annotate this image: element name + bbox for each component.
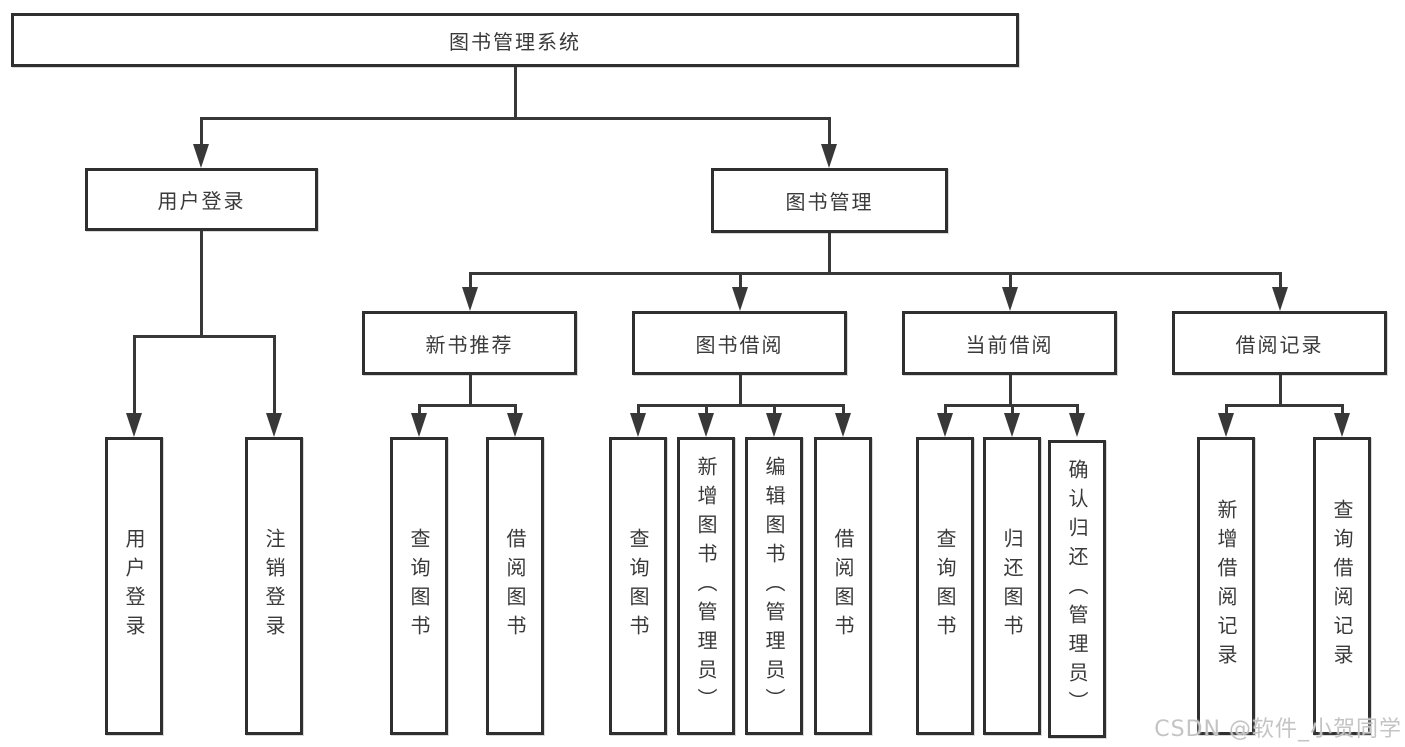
node-root-label: 图书管理系统 — [449, 29, 581, 54]
node-book-management: 图书管理 — [711, 168, 948, 233]
node-current-borrowing-label: 当前借阅 — [965, 332, 1054, 357]
connector-drop-new-book-recommend — [469, 272, 472, 290]
leaf-label: 查询图书 — [407, 528, 431, 644]
leaf-edit-books-admin: 编辑图书（管理员） — [745, 437, 803, 735]
connector-current-borrowing-stem — [1009, 375, 1012, 407]
node-book-borrowing-label: 图书借阅 — [695, 332, 784, 357]
node-new-book-recommend-label: 新书推荐 — [425, 332, 514, 357]
connector-level2-rail — [200, 117, 831, 120]
arrow-down-icon — [698, 413, 714, 437]
arrow-down-icon — [1218, 413, 1234, 437]
leaf-label: 借阅图书 — [503, 528, 527, 644]
connector-drop-leaf — [418, 404, 421, 418]
leaf-label: 查询借阅记录 — [1330, 499, 1354, 673]
arrow-down-icon — [732, 287, 748, 311]
leaf-query-books-current: 查询图书 — [916, 437, 974, 735]
connector-drop-leaf — [1341, 404, 1344, 418]
arrow-down-icon — [266, 413, 282, 437]
connector-borrowing-records-rail — [1225, 404, 1343, 407]
connector-drop-leaf — [637, 404, 640, 418]
leaf-label: 注销登录 — [262, 528, 286, 644]
connector-drop-leaf — [773, 404, 776, 418]
arrow-down-icon — [1004, 413, 1020, 437]
node-borrowing-records: 借阅记录 — [1172, 311, 1387, 375]
connector-drop-leaf — [944, 404, 947, 418]
node-book-management-label: 图书管理 — [785, 190, 874, 214]
connector-drop-leaf — [705, 404, 708, 418]
node-new-book-recommend: 新书推荐 — [362, 311, 577, 375]
leaf-label: 借阅图书 — [831, 528, 855, 644]
connector-drop-leaf — [1076, 404, 1079, 418]
connector-root-stem — [514, 67, 517, 119]
connector-drop-borrowing-records — [1279, 272, 1282, 290]
connector-drop-leaf — [842, 404, 845, 418]
node-user-login: 用户登录 — [85, 168, 318, 231]
leaf-label: 查询图书 — [626, 528, 650, 644]
connector-book-borrowing-stem — [739, 375, 742, 407]
connector-drop-leaf — [273, 335, 276, 416]
arrow-down-icon — [835, 413, 851, 437]
arrow-down-icon — [766, 413, 782, 437]
leaf-logout: 注销登录 — [245, 437, 303, 735]
leaf-label: 确认归还（管理员） — [1065, 458, 1089, 720]
leaf-query-books-recommend: 查询图书 — [390, 437, 448, 735]
connector-drop-user-login — [200, 117, 203, 147]
leaf-borrow-books-recommend: 借阅图书 — [486, 437, 544, 735]
connector-level3-rail — [469, 272, 1281, 275]
node-borrowing-records-label: 借阅记录 — [1235, 332, 1324, 357]
arrow-down-icon — [1002, 287, 1018, 311]
connector-user-login-stem — [200, 231, 203, 335]
connector-user-login-rail — [133, 335, 276, 338]
leaf-label: 新增图书（管理员） — [694, 455, 718, 717]
connector-new-book-recommend-rail — [418, 404, 517, 407]
arrow-down-icon — [1069, 413, 1085, 437]
leaf-label: 新增借阅记录 — [1214, 499, 1238, 673]
watermark: CSDN @软件_小贺同学 — [1154, 717, 1402, 742]
leaf-label: 用户登录 — [122, 528, 146, 644]
connector-book-borrowing-rail — [637, 404, 844, 407]
arrow-down-icon — [126, 413, 142, 437]
arrow-down-icon — [1272, 287, 1288, 311]
arrow-down-icon — [1334, 413, 1350, 437]
leaf-label: 编辑图书（管理员） — [762, 455, 786, 717]
arrow-down-icon — [462, 287, 478, 311]
connector-new-book-recommend-stem — [469, 375, 472, 407]
connector-drop-leaf — [133, 335, 136, 416]
connector-book-management-stem — [828, 233, 831, 275]
arrow-down-icon — [937, 413, 953, 437]
leaf-label: 归还图书 — [1000, 528, 1024, 644]
leaf-query-books-borrowing: 查询图书 — [609, 437, 667, 735]
arrow-down-icon — [507, 413, 523, 437]
leaf-user-login: 用户登录 — [105, 437, 163, 735]
connector-drop-book-borrowing — [739, 272, 742, 290]
connector-drop-current-borrowing — [1009, 272, 1012, 290]
leaf-label: 查询图书 — [933, 528, 957, 644]
connector-drop-leaf — [1225, 404, 1228, 418]
connector-drop-leaf — [1011, 404, 1014, 418]
node-current-borrowing: 当前借阅 — [902, 311, 1117, 375]
arrow-down-icon — [630, 413, 646, 437]
connector-borrowing-records-stem — [1279, 375, 1282, 407]
arrow-down-icon — [411, 413, 427, 437]
connector-drop-book-management — [828, 117, 831, 147]
node-root: 图书管理系统 — [11, 13, 1019, 67]
leaf-return-books: 归还图书 — [983, 437, 1041, 735]
leaf-borrow-books: 借阅图书 — [814, 437, 872, 735]
node-user-login-label: 用户登录 — [157, 189, 246, 213]
connector-drop-leaf — [514, 404, 517, 418]
leaf-add-borrow-record: 新增借阅记录 — [1197, 437, 1255, 735]
leaf-query-borrow-record: 查询借阅记录 — [1313, 437, 1371, 735]
leaf-add-books-admin: 新增图书（管理员） — [677, 437, 735, 735]
arrow-down-icon — [821, 144, 837, 168]
node-book-borrowing: 图书借阅 — [632, 311, 847, 375]
leaf-confirm-return-admin: 确认归还（管理员） — [1048, 440, 1106, 738]
arrow-down-icon — [193, 144, 209, 168]
